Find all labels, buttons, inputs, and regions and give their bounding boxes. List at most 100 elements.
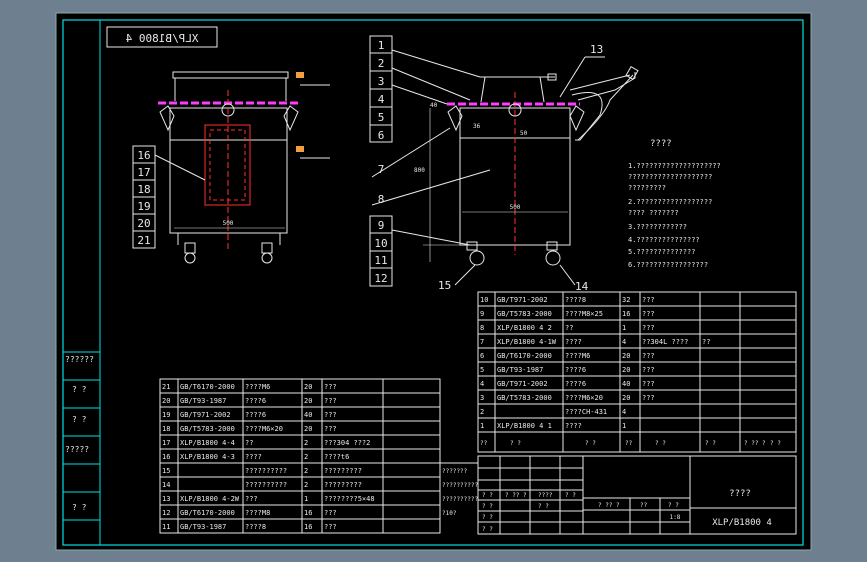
drawing-number: XLP/B1800 4 [712, 518, 772, 528]
callout-number: 6 [378, 129, 385, 142]
side-width-dim: 500 [510, 204, 521, 211]
bom-cell: ???? [565, 338, 582, 346]
bom-cell: 20 [622, 352, 630, 360]
bom-cell: 20 [162, 397, 170, 405]
left-column-labels: ?????? ? ? ? ? ????? ? ? [65, 355, 94, 512]
bom-cell: GB/T971-2002 [497, 380, 548, 388]
sign-label: ? ? [482, 526, 493, 533]
dim-label: 40 [430, 102, 438, 109]
dim-label: 50 [520, 130, 528, 137]
bom-cell: ??304L ???? [642, 338, 688, 346]
bom-cell: ????M6 [565, 352, 590, 360]
bom-cell: 4 [622, 338, 626, 346]
bom-cell: ??? [324, 523, 337, 531]
bom-cell: ????6 [245, 411, 266, 419]
bom-header-cell: ?? [480, 440, 488, 447]
bom-cell: 2 [480, 408, 484, 416]
note-line: 3.???????????? [628, 223, 687, 231]
sign-label: ? ? [482, 503, 493, 510]
callout-number: 4 [378, 93, 385, 106]
bom-cell: XLP/B1800 4-3 [180, 453, 235, 461]
bom-cell: ???? [245, 453, 262, 461]
bom-cell: ????M8×25 [565, 310, 603, 318]
bom-extra-cell: ?????????? [442, 482, 479, 489]
bom-cell: GB/T6170-2000 [180, 383, 235, 391]
bom-cell: 1 [622, 324, 626, 332]
right-callout-numbers-bottom: 9 10 11 12 [374, 219, 387, 285]
left-column-rows [63, 351, 100, 521]
left-callout-stack [132, 145, 206, 249]
bom-cell: ?? [565, 324, 573, 332]
bom-cell: 20 [304, 383, 312, 391]
bom-cell: 17 [162, 439, 170, 447]
callout-number: 14 [575, 280, 589, 293]
right-callout-mid [371, 127, 491, 206]
left-col-label: ? ? [72, 415, 87, 424]
left-col-label: ?????? [65, 355, 94, 364]
bom-cell: ????8 [565, 296, 586, 304]
right-callout-stack-top [369, 35, 481, 143]
side-height-dim: 800 [414, 167, 425, 174]
drawing-name: ???? [729, 489, 751, 499]
bom-cell: 1 [622, 422, 626, 430]
callout-number: 15 [438, 279, 451, 292]
callout-number: 20 [137, 217, 150, 230]
bom-cell: 5 [480, 366, 484, 374]
bom-cell: 16 [304, 509, 312, 517]
sign-mid-label: ? ?? ? [505, 492, 527, 499]
side-view: 800 500 36 50 40 [414, 65, 639, 266]
bom-cell: 4 [622, 408, 626, 416]
callout-number: 18 [137, 183, 150, 196]
bom-header-cell: ? ?? ? [744, 440, 766, 447]
bom-cell: 2 [304, 467, 308, 475]
bom-cell: GB/T93-1987 [497, 366, 543, 374]
left-callout-numbers: 16 17 18 19 20 21 [137, 149, 150, 247]
callout-number: 5 [378, 111, 385, 124]
note-line: 6.????????????????? [628, 261, 708, 269]
callout-number: 3 [378, 75, 385, 88]
left-col-label: ????? [65, 445, 89, 454]
bom-cell: 14 [162, 481, 170, 489]
bom-cell: 20 [622, 394, 630, 402]
bom-cell: GB/T93-1987 [180, 523, 226, 531]
bom-cell: 2 [304, 453, 308, 461]
bom-cell: XLP/B1800 4-2W [180, 495, 240, 503]
note-line: ???? ??????? [628, 209, 679, 217]
callout-number: 12 [374, 272, 387, 285]
callout-number: 2 [378, 57, 385, 70]
bom-cell: ?????????? [245, 467, 287, 475]
bom-cell: ???304 ???2 [324, 439, 370, 447]
right-callout-numbers-mid: 7 8 [378, 163, 385, 206]
note-line: ????????? [628, 184, 666, 192]
bom-cell: 16 [304, 523, 312, 531]
bom-cell: ????6 [565, 366, 586, 374]
bom-cell: ??? [642, 394, 655, 402]
bom-cell: ??? [324, 397, 337, 405]
bom-cell: ??? [642, 352, 655, 360]
bom-cell: ????M6 [245, 383, 270, 391]
bom-cell: 1 [304, 495, 308, 503]
bom-cell: 2 [304, 481, 308, 489]
sign-label: ? ? [538, 503, 549, 510]
bom-cell: ????8 [245, 523, 266, 531]
bom-cell: 10 [480, 296, 488, 304]
callout-number: 19 [137, 200, 150, 213]
notes-title: ???? [650, 139, 672, 149]
bom-cell: ????t6 [324, 453, 349, 461]
bom-cell: ??? [642, 380, 655, 388]
scale-row-label: ? ?? ? [598, 502, 620, 509]
bom-header-cell: ?? [625, 440, 633, 447]
bom-extra-cell: ?10? [442, 510, 457, 517]
bom-header-cell: ? ? [705, 440, 716, 447]
note-line: 1.???????????????????? [628, 162, 721, 170]
right-callout-stack-bottom [369, 215, 471, 287]
top-title-text: XLP/B1800 4 [125, 32, 198, 45]
bom-cell: 3 [480, 394, 484, 402]
bom-cell: 21 [162, 383, 170, 391]
bom-extra-cell: ??????? [442, 468, 468, 475]
callout-number: 10 [374, 237, 387, 250]
bom-cell: 18 [162, 425, 170, 433]
bom-cell: GB/T6170-2000 [497, 352, 552, 360]
callout-number: 21 [137, 234, 150, 247]
